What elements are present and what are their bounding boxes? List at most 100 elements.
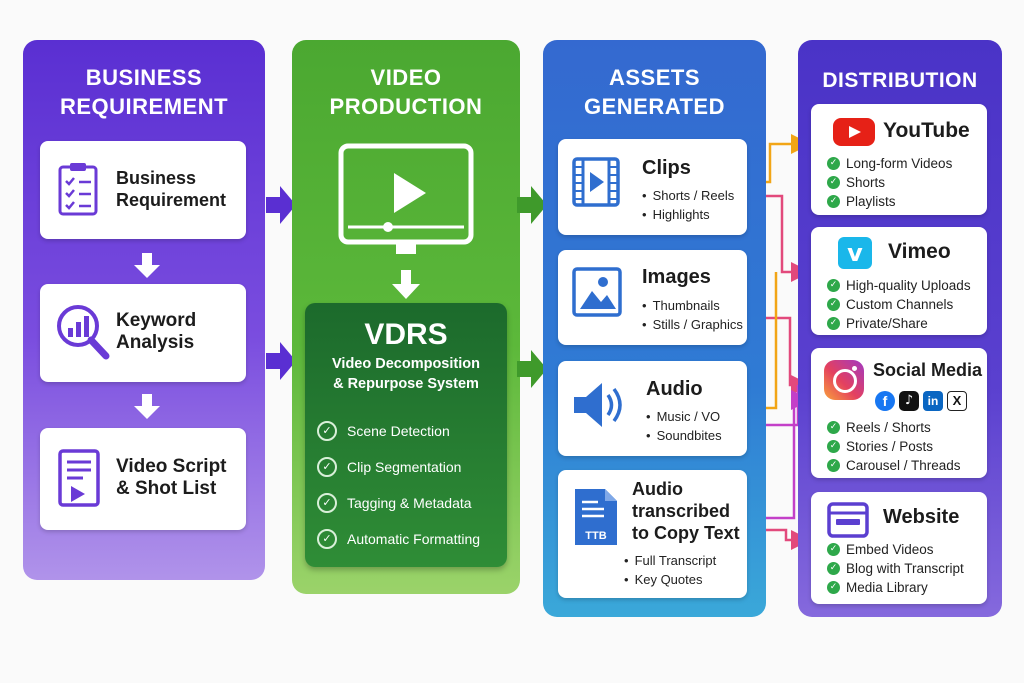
- website-card[interactable]: Website ✓Embed Videos ✓Blog with Transcr…: [811, 492, 987, 604]
- asset-title: Images: [642, 266, 711, 288]
- distribution-column-title: DISTRIBUTION: [822, 69, 978, 92]
- youtube-card[interactable]: YouTube ✓Long-form Videos ✓Shorts ✓Playl…: [811, 104, 987, 215]
- card-title-line1: Video Script: [116, 456, 227, 477]
- vdrs-title: VDRS: [364, 318, 448, 351]
- check-icon: ✓: [827, 562, 840, 575]
- list-item: ✓Media Library: [827, 578, 964, 597]
- list-item: ✓Shorts: [827, 173, 952, 192]
- list-item: Music / VO: [646, 407, 722, 426]
- card-title-line1: Business: [116, 168, 197, 188]
- business-title-line1: BUSINESS: [85, 65, 203, 90]
- vdrs-feature: ✓Tagging & Metadata: [317, 485, 480, 521]
- list-item: Highlights: [642, 205, 734, 224]
- vdrs-feature: ✓Automatic Formatting: [317, 521, 480, 557]
- vdrs-feature-list: ✓Scene Detection ✓Clip Segmentation ✓Tag…: [317, 413, 480, 557]
- transcript-card[interactable]: TTB Audio transcribed to Copy Text Full …: [558, 470, 747, 598]
- right-arrow-icon: [517, 350, 547, 388]
- list-item: Soundbites: [646, 426, 722, 445]
- browser-window-icon: [827, 502, 869, 538]
- check-icon: ✓: [827, 459, 840, 472]
- vdrs-panel: VDRS Video Decomposition & Repurpose Sys…: [305, 303, 507, 567]
- instagram-icon: [824, 360, 864, 400]
- business-requirement-column: BUSINESS REQUIREMENT Business Requiremen…: [23, 40, 265, 580]
- check-icon: ✓: [317, 493, 337, 513]
- audio-card[interactable]: Audio Music / VO Soundbites: [558, 361, 747, 456]
- clipboard-checklist-icon: [58, 163, 98, 216]
- asset-title: Clips: [642, 157, 691, 179]
- list-item: ✓Reels / Shorts: [827, 418, 961, 437]
- platform-items: ✓Long-form Videos ✓Shorts ✓Playlists: [827, 154, 952, 211]
- script-document-icon: [58, 449, 100, 507]
- keyword-analysis-card[interactable]: Keyword Analysis: [40, 284, 246, 382]
- check-icon: ✓: [827, 581, 840, 594]
- card-title-line2: Requirement: [116, 190, 227, 210]
- vdrs-feature: ✓Clip Segmentation: [317, 449, 480, 485]
- business-column-title: BUSINESS REQUIREMENT: [23, 63, 265, 121]
- check-icon: ✓: [827, 279, 840, 292]
- vimeo-icon: v: [838, 237, 872, 269]
- youtube-icon: [833, 118, 875, 146]
- list-item: ✓Private/Share: [827, 314, 971, 333]
- list-item: ✓Custom Channels: [827, 295, 971, 314]
- asset-items: Shorts / Reels Highlights: [642, 186, 735, 224]
- platform-title: Website: [883, 506, 960, 528]
- right-arrow-icon: [266, 186, 296, 224]
- vimeo-card[interactable]: v Vimeo ✓High-quality Uploads ✓Custom Ch…: [811, 227, 987, 335]
- check-icon: ✓: [317, 529, 337, 549]
- list-item: Thumbnails: [642, 296, 743, 315]
- film-strip-icon: [572, 157, 620, 207]
- vdrs-subtitle-line1: Video Decomposition: [332, 356, 480, 372]
- list-item: ✓High-quality Uploads: [827, 276, 971, 295]
- asset-title: Audio: [646, 378, 703, 400]
- card-title-line1: Keyword: [116, 310, 197, 331]
- social-media-card[interactable]: Social Media f ♪ in X ✓Reels / Shorts ✓S…: [811, 348, 987, 478]
- list-item: ✓Playlists: [827, 192, 952, 211]
- speaker-icon: [574, 383, 622, 427]
- video-production-column: VIDEO PRODUCTION VDRS Video Decompositio…: [292, 40, 520, 594]
- list-item: ✓Long-form Videos: [827, 154, 952, 173]
- asset-items: Music / VO Soundbites: [646, 407, 722, 445]
- list-item: Stills / Graphics: [642, 315, 743, 334]
- list-item: ✓Blog with Transcript: [827, 559, 964, 578]
- facebook-icon: f: [875, 391, 895, 411]
- list-item: Full Transcript: [624, 551, 717, 570]
- platform-items: ✓Embed Videos ✓Blog with Transcript ✓Med…: [827, 540, 964, 597]
- image-icon: [572, 267, 622, 317]
- card-title-line2: & Shot List: [116, 478, 217, 499]
- assets-column-title: ASSETS GENERATED: [543, 63, 766, 121]
- list-item: ✓Stories / Posts: [827, 437, 961, 456]
- platform-title: YouTube: [883, 119, 970, 142]
- images-card[interactable]: Images Thumbnails Stills / Graphics: [558, 250, 747, 345]
- check-icon: ✓: [317, 457, 337, 477]
- x-icon: X: [947, 391, 967, 411]
- platform-items: ✓Reels / Shorts ✓Stories / Posts ✓Carous…: [827, 418, 961, 475]
- list-item: Key Quotes: [624, 570, 716, 589]
- video-title-line1: VIDEO: [370, 65, 442, 90]
- tiktok-icon: ♪: [899, 391, 919, 411]
- check-icon: ✓: [827, 176, 840, 189]
- asset-title: Audio transcribed to Copy Text: [632, 479, 740, 543]
- down-arrow-icon: [134, 253, 160, 278]
- down-arrow-icon: [392, 270, 420, 299]
- asset-items: Full Transcript Key Quotes: [624, 551, 717, 589]
- list-item: ✓Carousel / Threads: [827, 456, 961, 475]
- magnifier-chart-icon: [57, 305, 110, 360]
- check-icon: ✓: [827, 298, 840, 311]
- business-requirement-card[interactable]: Business Requirement: [40, 141, 246, 239]
- down-arrow-icon: [134, 394, 160, 419]
- vdrs-feature: ✓Scene Detection: [317, 413, 480, 449]
- check-icon: ✓: [827, 543, 840, 556]
- assets-title-line2: GENERATED: [584, 94, 725, 119]
- video-player-icon: [338, 143, 474, 254]
- video-script-card[interactable]: Video Script & Shot List: [40, 428, 246, 530]
- video-title-line2: PRODUCTION: [329, 94, 483, 119]
- vdrs-subtitle-line2: & Repurpose System: [333, 376, 479, 392]
- check-icon: ✓: [827, 157, 840, 170]
- assets-generated-column: ASSETS GENERATED Clips Shorts / Reels Hi…: [543, 40, 766, 617]
- right-arrow-icon: [266, 342, 296, 380]
- clips-card[interactable]: Clips Shorts / Reels Highlights: [558, 139, 747, 235]
- platform-title: Vimeo: [888, 240, 951, 263]
- check-icon: ✓: [827, 440, 840, 453]
- linkedin-icon: in: [923, 391, 943, 411]
- check-icon: ✓: [827, 195, 840, 208]
